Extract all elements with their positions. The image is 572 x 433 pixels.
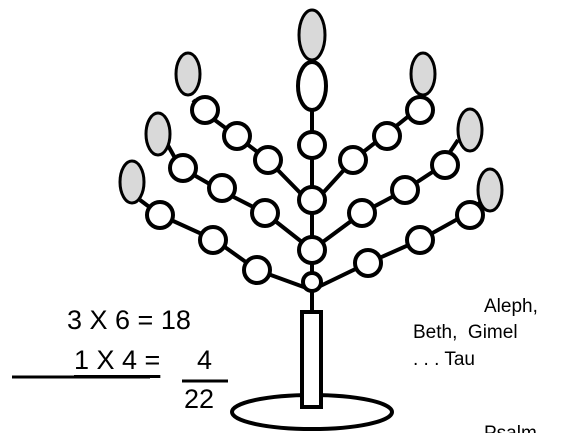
bead — [405, 95, 435, 125]
equation-line-2-value: 4 — [197, 345, 213, 375]
equation-line-2-left: 1 X 4 = — [74, 345, 161, 375]
bead — [198, 225, 228, 255]
bead — [390, 175, 420, 205]
bead — [253, 145, 283, 175]
bead — [297, 235, 327, 265]
bead — [297, 130, 327, 160]
footer-fragment: Psalm — [484, 424, 537, 433]
bead — [222, 121, 252, 151]
right-middle-flame — [456, 107, 484, 153]
equation-line-1: 3 X 6 = 18 — [67, 305, 191, 335]
bead — [250, 198, 280, 228]
lamp-flames — [118, 8, 504, 213]
bead — [347, 198, 377, 228]
center-lamp-cup — [296, 60, 328, 112]
left-inner-flame — [174, 51, 202, 97]
equation-total: 22 — [184, 384, 215, 414]
bead — [430, 150, 460, 180]
bead — [372, 121, 402, 151]
bead — [190, 95, 220, 125]
left-middle-flame — [144, 111, 172, 157]
bead — [207, 173, 237, 203]
bead — [145, 200, 175, 230]
bead — [301, 271, 323, 293]
bead — [353, 248, 383, 278]
alphabet-line-3: . . . Tau — [413, 349, 475, 370]
beads — [145, 95, 485, 293]
alphabet-line-2: Beth, Gimel — [413, 322, 518, 343]
bead — [338, 145, 368, 175]
left-outer-flame — [118, 159, 146, 205]
bead — [455, 200, 485, 230]
alphabet-line-1: Aleph, — [484, 296, 538, 317]
center-flame — [297, 8, 327, 62]
bead — [168, 153, 198, 183]
bead — [405, 225, 435, 255]
right-outer-flame — [476, 167, 504, 213]
menorah-stem — [300, 310, 323, 409]
bead — [242, 255, 272, 285]
right-inner-flame — [409, 51, 437, 97]
bead — [297, 185, 327, 215]
